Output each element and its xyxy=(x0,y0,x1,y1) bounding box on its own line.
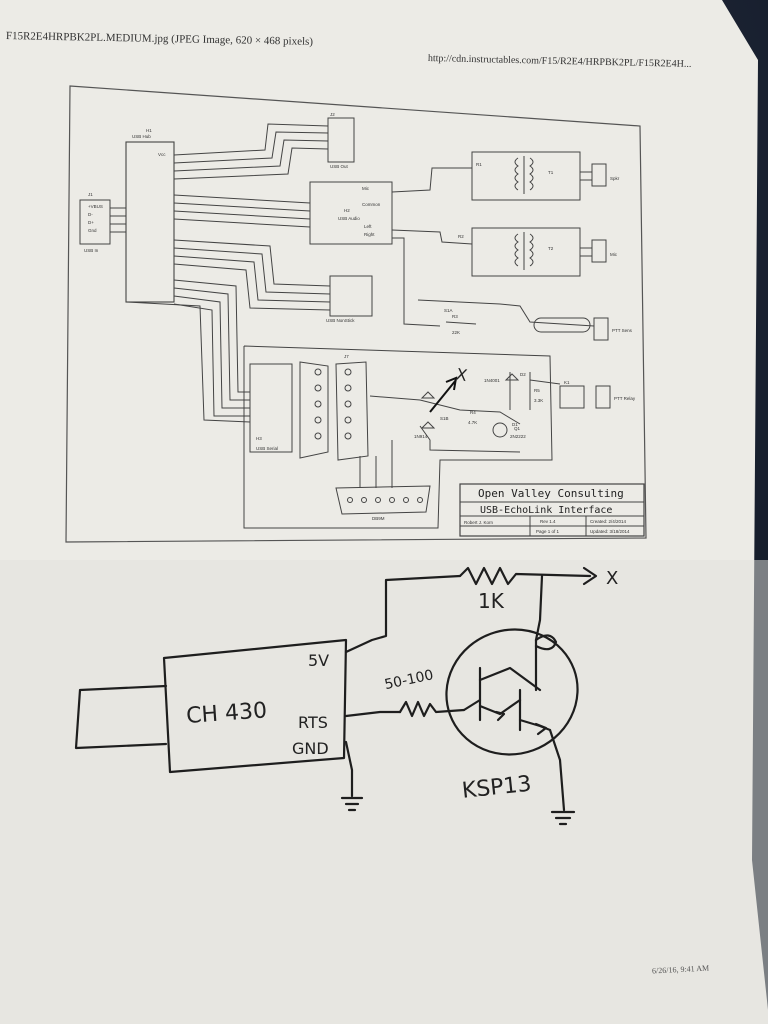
db9-connector-right xyxy=(299,361,329,459)
ch430-box xyxy=(162,638,348,774)
hand-x-label: X xyxy=(606,568,618,589)
r5-label: R5 xyxy=(534,388,540,393)
diode-part2-label: 1N914 xyxy=(414,434,428,439)
r1-label: R1 xyxy=(476,162,482,167)
usb-in-ref-label: J1 xyxy=(88,192,93,197)
dm-label: D- xyxy=(88,212,93,217)
spkr-connector xyxy=(591,163,607,187)
hand-rts-label: RTS xyxy=(298,713,328,732)
hand-ch430-label: CH 430 xyxy=(185,698,267,729)
usb-out-block xyxy=(327,117,355,163)
d2-label: D2 xyxy=(520,372,526,377)
r3-label: R3 xyxy=(452,314,458,319)
usb-hub-block xyxy=(125,141,175,303)
usb-nonstick-block xyxy=(329,275,373,317)
diode-part-label: 1N4001 xyxy=(484,378,500,383)
usb-out-ref-label: J2 xyxy=(330,112,335,117)
title-name: USB-EchoLink Interface xyxy=(480,505,612,516)
transformer-t1-block xyxy=(471,151,581,201)
common-label: Common xyxy=(362,202,381,207)
mic-connector xyxy=(591,239,607,263)
s1a-label: S1A xyxy=(444,308,453,313)
t1-label: T1 xyxy=(548,170,554,175)
usb-hub-label: USB Hub xyxy=(132,134,151,139)
ptt-sens-label: PTT Sens xyxy=(612,328,633,333)
transistor-circle xyxy=(445,628,579,756)
t2-label: T2 xyxy=(548,246,554,251)
usb-cable xyxy=(74,684,168,750)
paper-shade xyxy=(0,560,768,1024)
handdrawn-circuit xyxy=(74,566,598,826)
title-author: Robert J. Korn xyxy=(464,520,494,525)
ptt-sens-connector xyxy=(593,317,609,341)
db9-top-label: J7 xyxy=(344,354,349,359)
transformer-t2-block xyxy=(471,227,581,277)
title-rev: Rev 1.4 xyxy=(540,519,556,524)
gnd-label: Gnd xyxy=(88,228,97,233)
r4-value: 4.7K xyxy=(468,420,477,425)
s1b-label: S1B xyxy=(440,416,449,421)
ptt-relay-label: PTT Relay xyxy=(614,396,636,401)
vbus-label: +VBUS xyxy=(88,204,103,209)
schematic-frame xyxy=(65,85,647,543)
q1-label: Q1 xyxy=(514,426,521,431)
usb-in-label: USB In xyxy=(84,248,99,253)
usb-nonstick-label: USB NonStick xyxy=(326,318,355,323)
resistor-50-100 xyxy=(398,700,466,718)
usb-audio-block xyxy=(309,181,393,245)
db9-connector-left xyxy=(335,361,369,461)
usb-in-block xyxy=(79,199,111,245)
r3-value: 22K xyxy=(452,330,460,335)
printed-schematic xyxy=(65,85,647,543)
r5-value: 3.3K xyxy=(534,398,543,403)
k1-label: K1 xyxy=(564,380,570,385)
db9-bottom-label: DB9M xyxy=(372,516,385,521)
title-updated: Updated: 3/18/2014 xyxy=(590,529,630,534)
r2-label: R2 xyxy=(458,234,464,239)
vcc-label: Vcc xyxy=(158,152,166,157)
usb-out-label: USB Out xyxy=(330,164,349,169)
audio-ref-label: H2 xyxy=(344,208,350,213)
q1-value: 2N2222 xyxy=(510,434,526,439)
hub-ref-label: H1 xyxy=(146,128,152,133)
r4-label: R4 xyxy=(470,410,476,415)
title-page: Page 1 of 1 xyxy=(536,529,560,534)
mic-label: Mic xyxy=(610,252,618,257)
schematic-annotation-x: X xyxy=(454,364,468,385)
speaker-label: Spkr xyxy=(610,176,620,181)
title-created: Created: 2/4/2014 xyxy=(590,519,627,524)
usb-serial-label: USB Serial xyxy=(256,446,278,451)
hand-5v-label: 5V xyxy=(308,651,329,670)
left-label: Left xyxy=(364,224,372,229)
title-block xyxy=(459,483,645,537)
resistor-1k xyxy=(458,566,592,586)
annotation-arrow xyxy=(429,379,457,413)
hand-1k-label: 1K xyxy=(478,589,505,613)
title-company: Open Valley Consulting xyxy=(478,487,624,500)
usb-audio-label: USB Audio xyxy=(338,216,360,221)
serial-ref-label: H3 xyxy=(256,436,262,441)
mic-pin-label: Mic xyxy=(362,186,370,191)
hand-gnd-label: GND xyxy=(292,739,329,758)
dp-label: D+ xyxy=(88,220,94,225)
d1-label: D1 xyxy=(512,422,518,427)
serial-frame xyxy=(243,345,553,529)
ptt-relay-connector xyxy=(595,385,611,409)
db9m-connector xyxy=(335,485,431,515)
right-label: Right xyxy=(364,232,375,237)
